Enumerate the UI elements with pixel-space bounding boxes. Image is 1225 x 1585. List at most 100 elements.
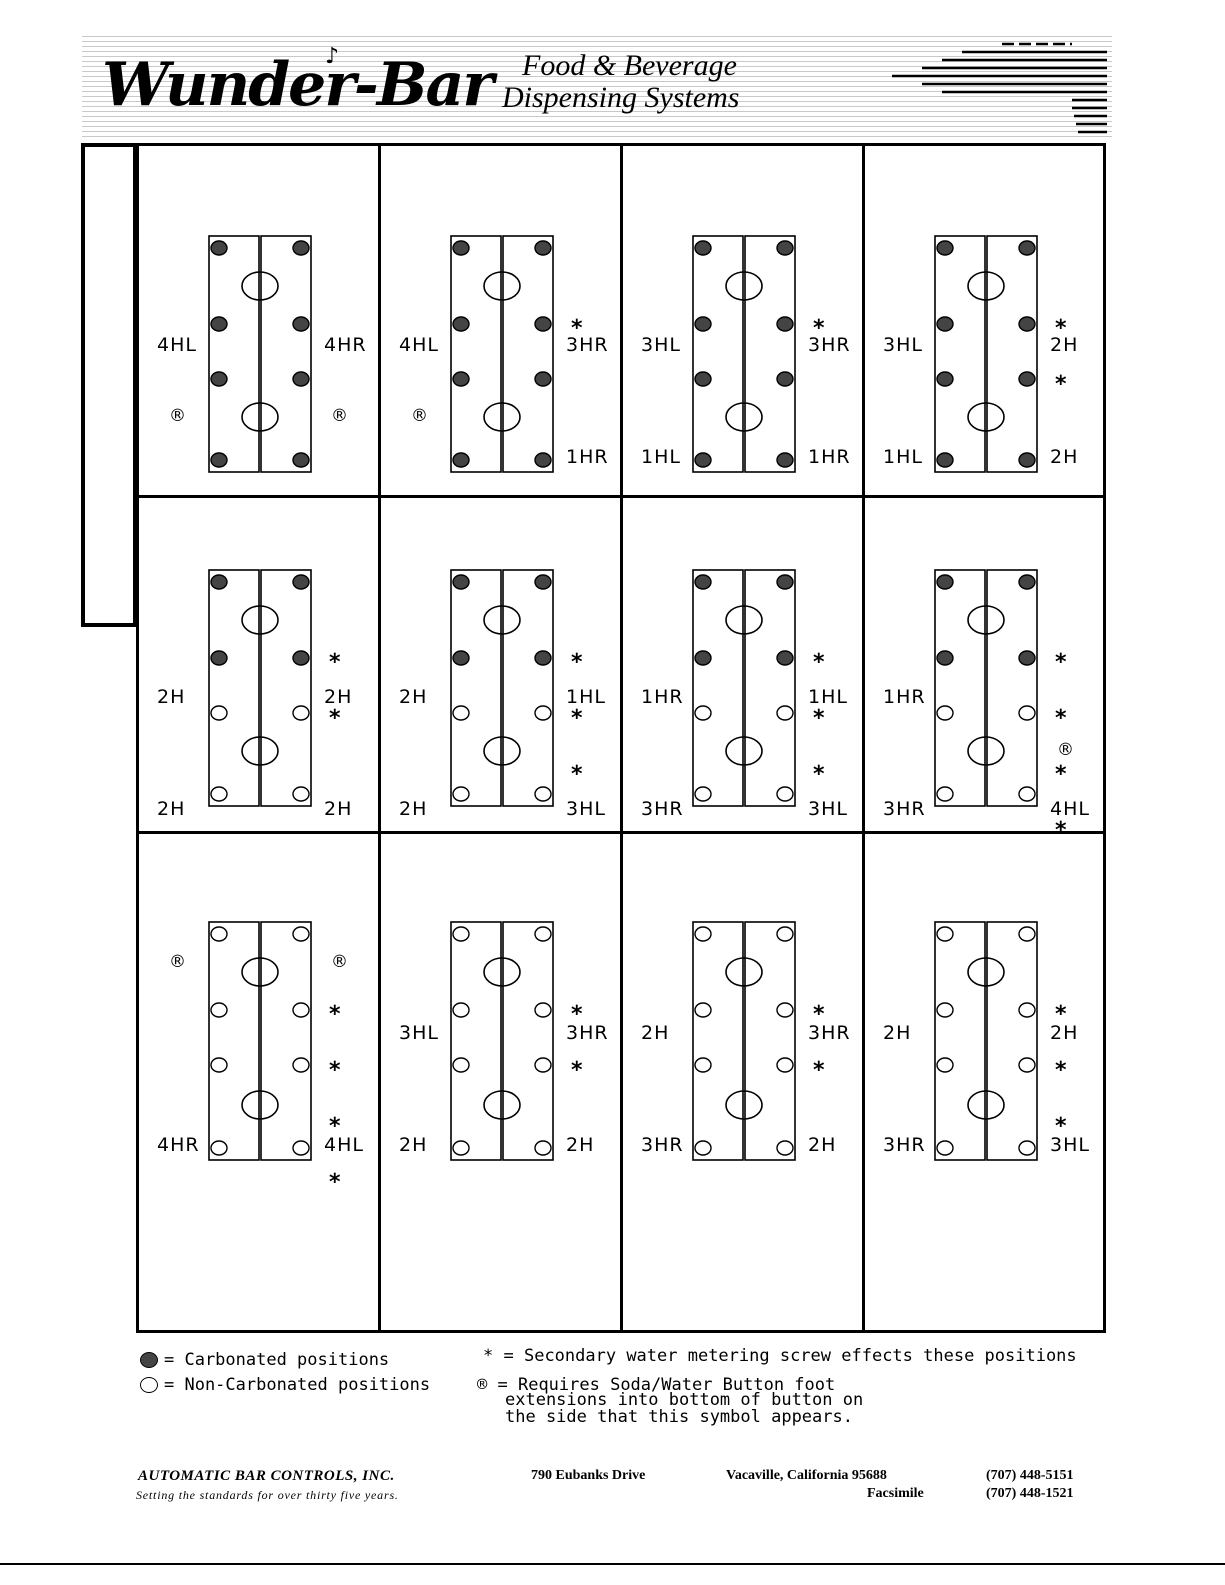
position-label: 4HR [324, 334, 367, 356]
button-plate-diagram [208, 921, 312, 1161]
button-plate-diagram [934, 235, 1038, 473]
layout-cell-r1c1: 4HL 4HR ® ® [139, 146, 381, 498]
asterisk-icon: * [1055, 1058, 1067, 1083]
position-label: 2H [883, 1022, 912, 1044]
position-label: 2H [157, 798, 186, 820]
registered-symbol-icon: ® [331, 952, 348, 972]
asterisk-icon: * [813, 762, 825, 787]
position-label: 2H [399, 798, 428, 820]
asterisk-icon: * [571, 1058, 583, 1083]
position-label: 3HR [566, 1022, 609, 1044]
asterisk-icon: * [813, 1002, 825, 1027]
position-label: 1HL [641, 446, 681, 468]
position-label: 2H [324, 798, 353, 820]
asterisk-icon: * [329, 1114, 341, 1139]
position-label: 2H [1050, 334, 1079, 356]
asterisk-icon: * [329, 1058, 341, 1083]
registered-symbol-icon: ® [1057, 740, 1074, 760]
brand-logo: Wunder-Bar [102, 50, 494, 120]
company-name: AUTOMATIC BAR CONTROLS, INC. [138, 1468, 395, 1484]
asterisk-icon: * [1055, 1002, 1067, 1027]
position-label: 4HL [399, 334, 439, 356]
button-plate-diagram [934, 921, 1038, 1161]
position-label: 3HR [808, 334, 851, 356]
asterisk-icon: * [813, 1058, 825, 1083]
asterisk-icon: * [483, 1346, 494, 1366]
position-label: 3HL [883, 334, 923, 356]
layout-cell-r3c2: 3HL 3HR 2H 2H * * [381, 834, 623, 1330]
layout-cell-r3c3: 2H 3HR 3HR 2H * * [623, 834, 865, 1330]
button-plate-diagram [692, 569, 796, 807]
position-label: 4HL [157, 334, 197, 356]
position-label: 1HL [883, 446, 923, 468]
position-label: 2H [324, 686, 353, 708]
side-tab-frame [81, 143, 136, 627]
fax-label: Facsimile [867, 1486, 924, 1501]
position-label: 2H [641, 1022, 670, 1044]
tagline-line-2: Dispensing Systems [502, 81, 740, 114]
position-label: 1HR [808, 446, 851, 468]
position-label: 1HR [566, 446, 609, 468]
position-label: 4HL [1050, 798, 1090, 820]
bottom-rule [0, 1563, 1225, 1565]
asterisk-icon: * [571, 316, 583, 341]
position-label: 3HR [808, 1022, 851, 1044]
legend: = Carbonated positions = Non-Carbonated … [140, 1342, 1140, 1442]
asterisk-icon: * [571, 650, 583, 675]
position-label: 4HR [157, 1134, 200, 1156]
asterisk-icon: * [329, 650, 341, 675]
asterisk-icon: * [1055, 762, 1067, 787]
position-label: 1HR [641, 686, 684, 708]
carbonated-dot-icon [140, 1352, 158, 1368]
position-label: 3HR [641, 1134, 684, 1156]
asterisk-icon: * [329, 706, 341, 731]
registered-symbol-icon: ® [411, 406, 428, 426]
button-plate-diagram [450, 569, 554, 807]
position-label: 2H [399, 1134, 428, 1156]
street-address: 790 Eubanks Drive [531, 1468, 646, 1483]
position-label: 2H [808, 1134, 837, 1156]
registered-symbol-icon: ® [169, 406, 186, 426]
registered-symbol-icon: ® [331, 406, 348, 426]
registered-symbol-icon: ® [477, 1375, 488, 1395]
position-label: 1HL [566, 686, 606, 708]
music-note-icon: ♪ [325, 44, 340, 69]
position-label: 3HR [883, 1134, 926, 1156]
legend-foot-extension-cont-1: extensions into bottom of button on [505, 1390, 864, 1410]
position-label: 2H [399, 686, 428, 708]
position-label: 2H [1050, 446, 1079, 468]
tagline: Food & Beverage Dispensing Systems [502, 50, 739, 114]
button-plate-diagram [208, 235, 312, 473]
legend-foot-extension: ® = Requires Soda/Water Button foot [477, 1375, 836, 1395]
button-plate-diagram [450, 921, 554, 1161]
button-plate-diagram [692, 235, 796, 473]
asterisk-icon: * [1055, 1114, 1067, 1139]
position-label: 3HR [641, 798, 684, 820]
position-label: 2H [566, 1134, 595, 1156]
position-label: 3HL [399, 1022, 439, 1044]
asterisk-icon: * [571, 1002, 583, 1027]
asterisk-icon: * [571, 706, 583, 731]
position-label: 3HR [883, 798, 926, 820]
registered-symbol-icon: ® [169, 952, 186, 972]
position-label: 3HL [566, 798, 606, 820]
legend-secondary-screw: * = Secondary water metering screw effec… [483, 1346, 1077, 1366]
button-plate-diagram [692, 921, 796, 1161]
position-label: 2H [157, 686, 186, 708]
position-label: 3HL [641, 334, 681, 356]
asterisk-icon: * [813, 316, 825, 341]
position-label: 1HR [883, 686, 926, 708]
letterhead: Wunder-Bar ♪ Food & Beverage Dispensing … [82, 32, 1112, 138]
position-label: 1HL [808, 686, 848, 708]
asterisk-icon: * [1055, 316, 1067, 341]
asterisk-icon: * [813, 706, 825, 731]
